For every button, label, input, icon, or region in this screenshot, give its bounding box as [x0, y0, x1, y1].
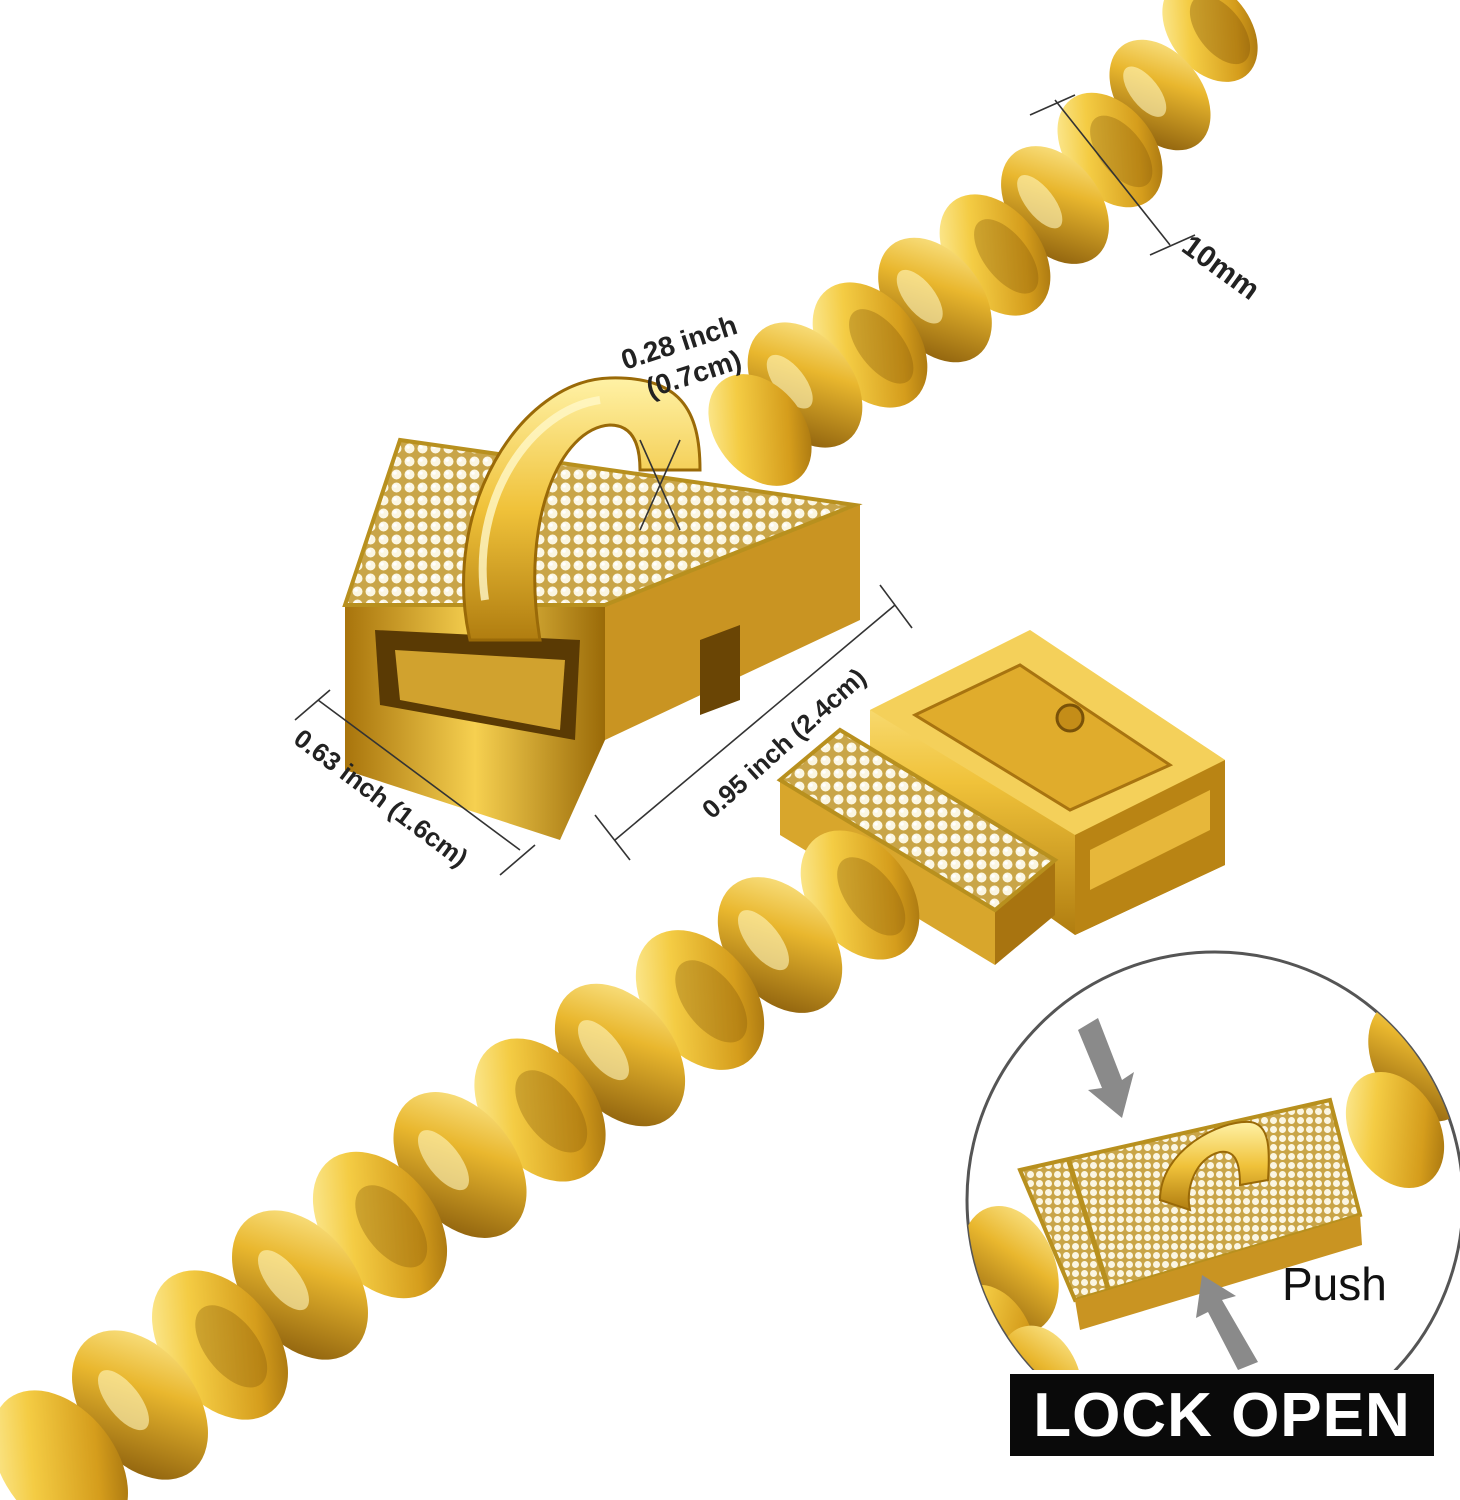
push-arrow-icon [1196, 1275, 1258, 1370]
lock-inset: Push [965, 950, 1460, 1450]
female-buckle [342, 376, 863, 840]
dimension-lines [294, 94, 1196, 876]
dim-chain-width: 10mm [1176, 229, 1266, 307]
upper-chain [708, 0, 1258, 486]
push-arrow-icon [1078, 1018, 1134, 1118]
push-label: Push [1282, 1258, 1387, 1310]
lower-chain [0, 830, 920, 1500]
lock-open-label: LOCK OPEN [1006, 1370, 1438, 1460]
